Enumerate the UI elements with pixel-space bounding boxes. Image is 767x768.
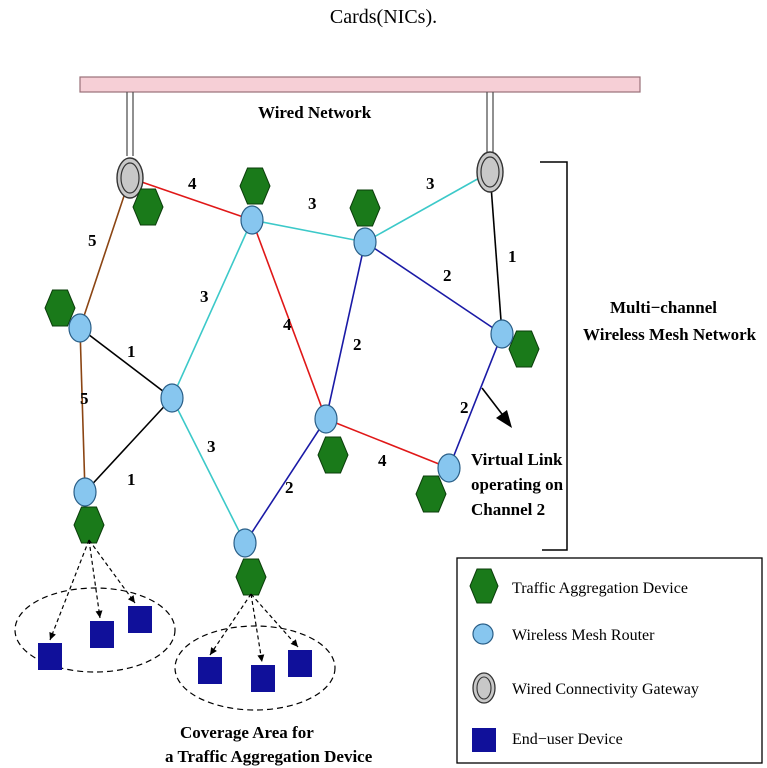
legend-label-enduser: End−user Device [512, 731, 623, 748]
link-label: 4 [188, 174, 197, 193]
dashed-arrowhead [49, 632, 56, 640]
link-r1-r3 [251, 219, 366, 243]
coverage-area-middle [174, 625, 336, 711]
link-r3-r6 [364, 241, 503, 335]
end-user-device-icon [128, 606, 152, 633]
link-r1-r5 [251, 219, 327, 420]
traffic-aggregation-device-icon [44, 289, 76, 327]
link-label: 2 [285, 478, 294, 497]
link-r1-r4 [171, 219, 253, 399]
end-user-device-icon [38, 643, 62, 670]
link-r3-r5 [325, 241, 366, 420]
dashed-arrow [88, 539, 101, 619]
mesh-bracket [540, 161, 568, 551]
mesh-label-line2: Wireless Mesh Network [583, 325, 757, 344]
wired-network-label: Wired Network [258, 103, 372, 122]
link-r5-r7 [325, 418, 450, 469]
wireless-mesh-router-icon [160, 383, 184, 413]
link-label: 4 [378, 451, 387, 470]
legend-tad-icon [469, 568, 499, 604]
virtual-link-label-line1: Virtual Link [471, 450, 563, 469]
coverage-label-line2: a Traffic Aggregation Device [165, 747, 373, 766]
dashed-arrowhead [210, 647, 217, 655]
link-label: 4 [283, 315, 292, 334]
legend-box [456, 557, 763, 764]
link-label: 2 [443, 266, 452, 285]
wireless-mesh-router-icon [73, 477, 97, 507]
wireless-mesh-router-icon [68, 313, 92, 343]
traffic-aggregation-device-icon [317, 436, 349, 474]
link-r2-r4 [79, 327, 173, 399]
traffic-aggregation-device-icon [132, 188, 164, 226]
link-label: 1 [127, 470, 136, 489]
coverage-area-left [14, 587, 176, 673]
link-gwl-r2 [79, 177, 131, 329]
wireless-mesh-router-icon [240, 205, 264, 235]
link-label: 5 [88, 231, 97, 250]
end-user-device-icon [90, 621, 114, 648]
legend-router-icon [472, 623, 494, 645]
virtual-link-label-line2: operating on [471, 475, 564, 494]
link-r4-r8 [84, 397, 173, 493]
link-r3-gwr [364, 171, 491, 243]
gateway-wire-right [486, 92, 494, 152]
end-user-device-icon [251, 665, 275, 692]
virtual-link-arrowhead [496, 410, 512, 428]
link-r2-r8 [79, 327, 86, 493]
legend-label-tad: Traffic Aggregation Device [512, 580, 688, 597]
traffic-aggregation-device-icon [508, 330, 540, 368]
virtual-link-label-line3: Channel 2 [471, 500, 545, 519]
gateway-wire-left [126, 92, 134, 156]
wireless-mesh-router-icon [233, 528, 257, 558]
link-r4-r9 [171, 397, 246, 544]
coverage-label-line1: Coverage Area for [180, 723, 314, 742]
dashed-arrowhead [127, 595, 135, 603]
dashed-arrowhead [95, 610, 103, 618]
traffic-aggregation-device-icon [235, 558, 267, 596]
link-label: 1 [127, 342, 136, 361]
traffic-aggregation-device-icon [349, 189, 381, 227]
traffic-aggregation-device-icon [73, 506, 105, 544]
end-user-device-icon [198, 657, 222, 684]
legend-label-router: Wireless Mesh Router [512, 627, 655, 644]
link-label: 1 [508, 247, 517, 266]
wireless-mesh-router-icon [353, 227, 377, 257]
link-label: 3 [207, 437, 216, 456]
caption: Cards(NICs). [329, 6, 438, 28]
dashed-arrow [250, 593, 263, 663]
traffic-aggregation-device-icon [415, 475, 447, 513]
dashed-arrow [88, 539, 136, 604]
wireless-mesh-router-icon [314, 404, 338, 434]
dashed-arrow [49, 539, 90, 641]
gateway-left [116, 157, 144, 199]
link-label: 3 [426, 174, 435, 193]
dashed-arrow [250, 593, 299, 648]
legend-gateway-icon [472, 672, 496, 704]
link-label: 5 [80, 389, 89, 408]
dashed-arrow [209, 593, 252, 656]
gateway-right [476, 151, 504, 193]
dashed-arrowhead [290, 639, 298, 647]
wireless-mesh-router-icon [437, 453, 461, 483]
link-r5-r9 [244, 418, 327, 544]
end-user-device-icon [288, 650, 312, 677]
wireless-mesh-router-icon [490, 319, 514, 349]
link-gwr-r6 [489, 171, 503, 335]
link-label: 2 [353, 335, 362, 354]
legend-enduser-icon [472, 728, 496, 752]
virtual-link-arrow [481, 387, 506, 419]
link-gwl-r1 [129, 177, 253, 221]
link-label: 2 [460, 398, 469, 417]
wired-network-bar [79, 76, 641, 93]
link-label: 3 [308, 194, 317, 213]
link-r6-r7 [448, 333, 503, 469]
dashed-arrowhead [257, 654, 265, 662]
mesh-label-line1: Multi−channel [610, 298, 717, 317]
legend-label-gateway: Wired Connectivity Gateway [512, 681, 699, 698]
traffic-aggregation-device-icon [239, 167, 271, 205]
link-label: 3 [200, 287, 209, 306]
